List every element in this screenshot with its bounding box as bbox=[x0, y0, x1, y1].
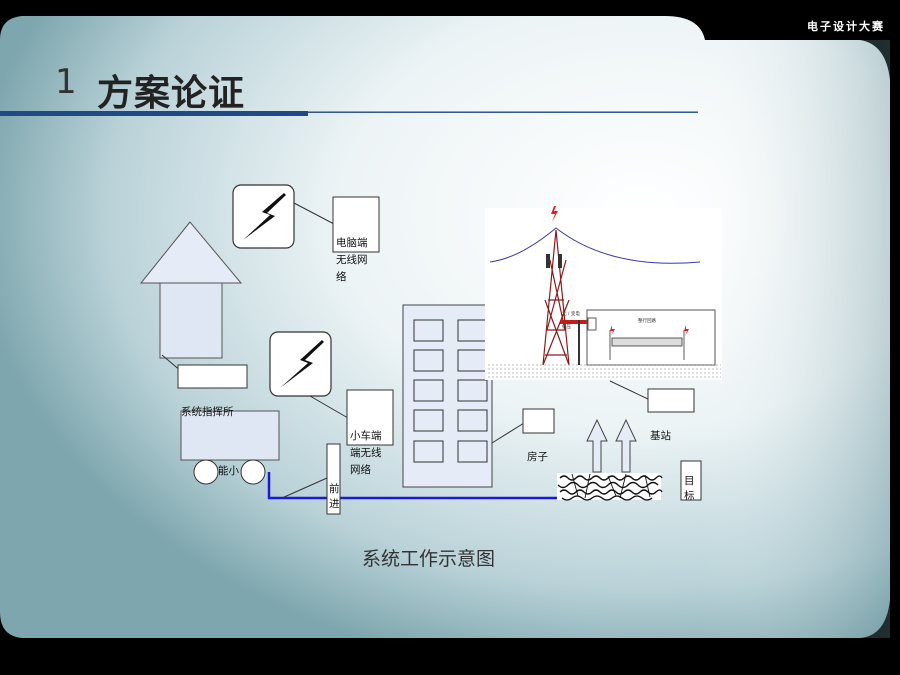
pc-wireless-line-2: 无线网 bbox=[336, 254, 368, 266]
forward-line-3: 车 bbox=[329, 512, 341, 513]
target-line-2: 标 bbox=[684, 490, 695, 502]
car-wireless-leader bbox=[309, 395, 349, 419]
car-wireless-callout bbox=[346, 389, 394, 446]
base-station-arrows bbox=[586, 418, 637, 473]
obstacle-rubble bbox=[557, 473, 663, 501]
car-label: 能小 bbox=[218, 465, 239, 477]
forward-leader bbox=[281, 477, 328, 499]
car-wireless-line-3: 网络 bbox=[350, 464, 371, 476]
car-body bbox=[180, 410, 280, 461]
photo-label-3: 整行回路 bbox=[638, 317, 656, 324]
base-station-label: 基站 bbox=[650, 430, 671, 442]
car-wheel-left bbox=[193, 459, 219, 485]
lightning-icon-top bbox=[232, 184, 295, 249]
panel-shade bbox=[700, 40, 890, 638]
target-line-1: 目 bbox=[684, 475, 695, 487]
car-wheel-right bbox=[240, 459, 266, 485]
photo-leader bbox=[609, 380, 651, 401]
car-wireless-line-1: 小车端 bbox=[350, 430, 382, 442]
car-wireless-line-2: 端无线 bbox=[350, 447, 382, 459]
forward-label: 前 进 车 bbox=[329, 482, 341, 513]
pc-callout bbox=[332, 196, 380, 253]
photo-label-1: 无 / 变电 bbox=[562, 310, 580, 317]
pc-wireless-line-3: 络 bbox=[336, 271, 347, 283]
house-callout bbox=[522, 408, 555, 434]
house-leader bbox=[491, 422, 525, 444]
forward-line-1: 前 bbox=[329, 483, 340, 495]
page-title: 方案论证 bbox=[97, 72, 246, 114]
target-callout bbox=[680, 460, 702, 501]
diagram-caption: 系统工作示意图 bbox=[362, 548, 496, 570]
command-post-body bbox=[159, 282, 223, 359]
target-label: 目 标 bbox=[684, 474, 696, 520]
title-underline-thin bbox=[308, 111, 698, 113]
photo-label-2: 低压 bbox=[562, 323, 571, 330]
section-number: 1 bbox=[55, 62, 77, 102]
building-windows bbox=[413, 319, 488, 463]
substation-photo: 无 / 变电 低压 整行回路 bbox=[485, 206, 722, 380]
title-underline-thick bbox=[0, 111, 308, 116]
contest-badge: 电子设计大赛 bbox=[807, 20, 885, 33]
house-label: 房子 bbox=[527, 451, 548, 463]
lightning-icon-bottom bbox=[269, 331, 332, 397]
photo-callout bbox=[647, 388, 695, 413]
pc-wireless-label: 电脑端 无线网 络 bbox=[336, 235, 368, 286]
car-wireless-label: 小车端 端无线 网络 bbox=[350, 428, 382, 479]
forward-callout bbox=[326, 443, 341, 515]
forward-line-2: 进 bbox=[329, 498, 340, 510]
command-post-callout bbox=[177, 364, 248, 389]
pc-leader bbox=[293, 202, 335, 225]
route-line bbox=[267, 472, 560, 500]
command-post-label: 系统指挥所 bbox=[181, 406, 234, 418]
pc-wireless-line-1: 电脑端 bbox=[336, 237, 368, 249]
